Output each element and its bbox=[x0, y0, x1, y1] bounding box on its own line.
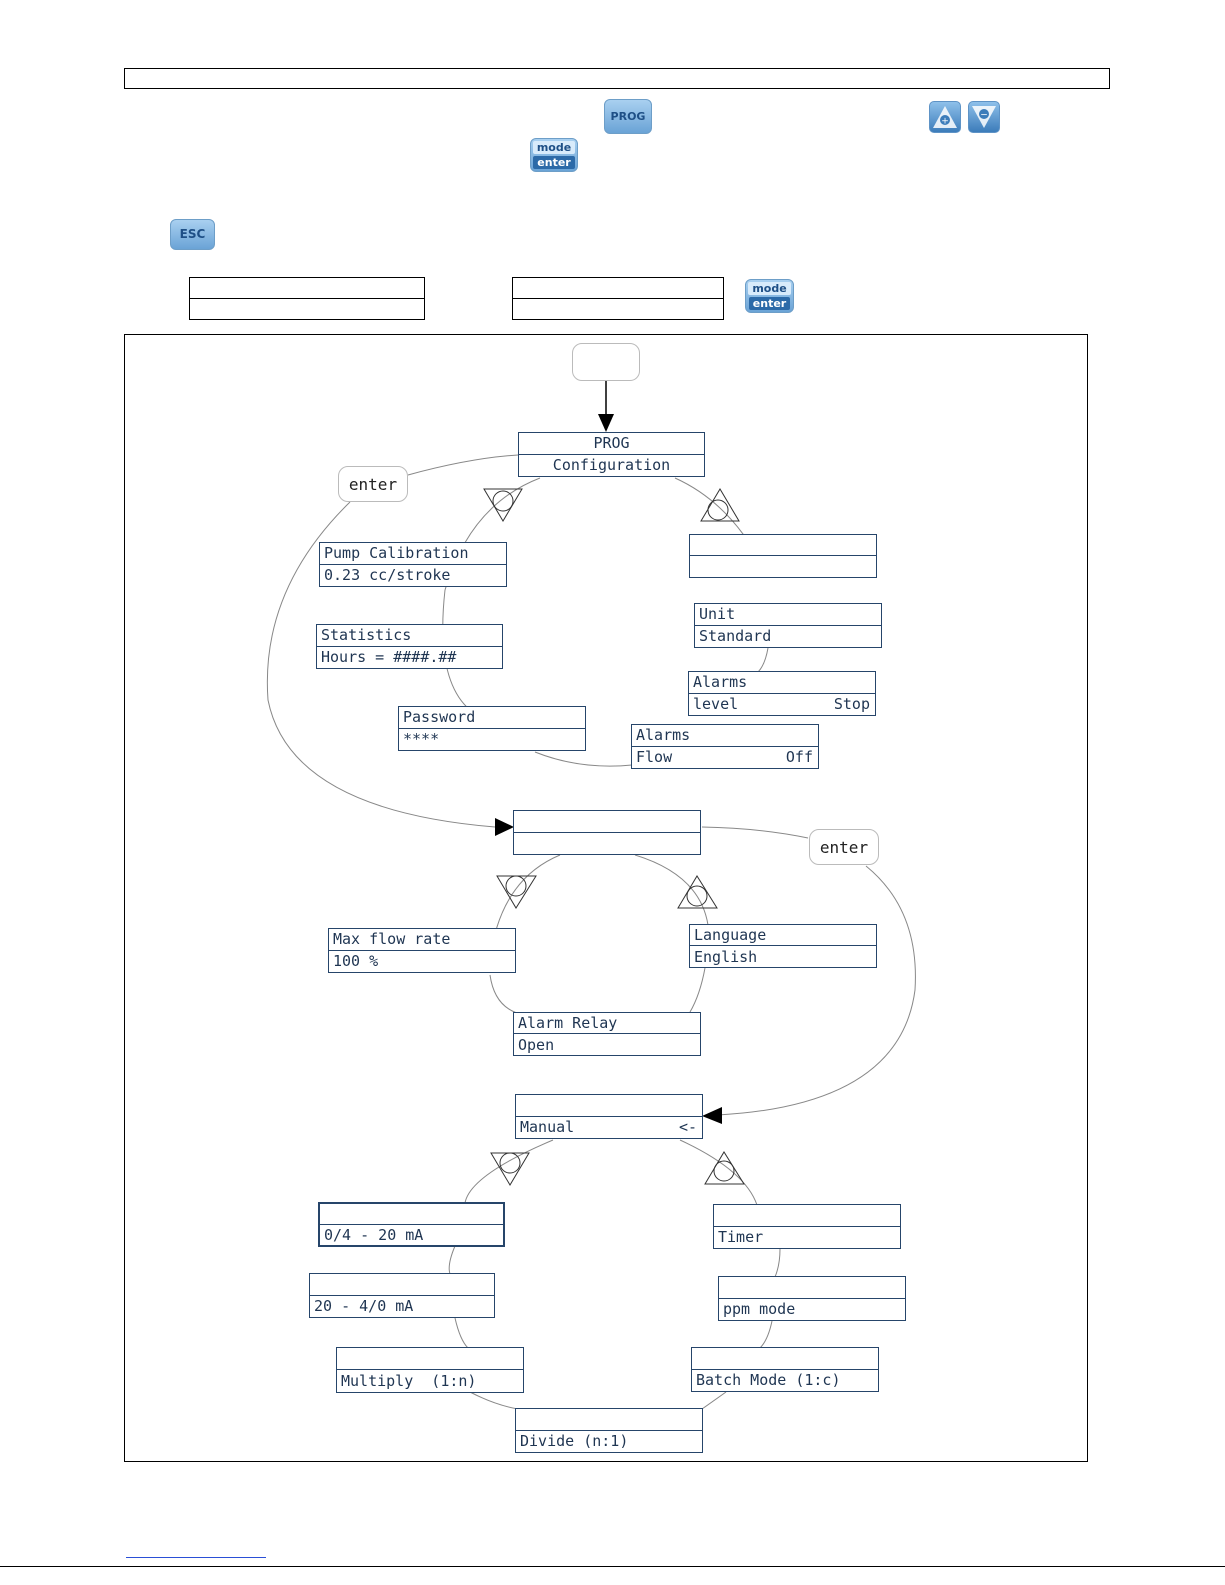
mode-label: mode bbox=[532, 141, 576, 154]
lcd-mode-manual: Manual <- bbox=[515, 1094, 703, 1139]
svg-text:+: + bbox=[941, 117, 949, 127]
lcd-line-2: 0.23 cc/stroke bbox=[324, 566, 451, 585]
lcd-line-2: Manual <- bbox=[516, 1117, 702, 1139]
up-arrow-icon bbox=[704, 1151, 745, 1185]
lcd-line-1 bbox=[516, 1095, 702, 1117]
esc-key-icon: ESC bbox=[170, 219, 215, 250]
lcd-line-1 bbox=[692, 1348, 878, 1370]
lcd-unit: Unit Standard bbox=[694, 603, 882, 648]
mode-label: mode bbox=[748, 282, 791, 295]
lcd-pump-calibration: Pump Calibration 0.23 cc/stroke bbox=[319, 542, 507, 587]
lcd-ma-4-20: 0/4 - 20 mA bbox=[318, 1202, 505, 1247]
lcd-alarms-flow: Alarms Flow Off bbox=[631, 724, 819, 769]
lcd-password: Password **** bbox=[398, 706, 586, 751]
enter-node-label: enter bbox=[819, 837, 869, 857]
enter-label: enter bbox=[533, 156, 575, 169]
lcd-line-1 bbox=[310, 1274, 494, 1296]
up-arrow-icon bbox=[700, 488, 740, 522]
lcd-multiply: Multiply (1:n) bbox=[336, 1347, 524, 1393]
lcd-max-flow-rate: Max flow rate 100 % bbox=[328, 928, 516, 973]
lcd-line-2 bbox=[690, 556, 876, 577]
enter-node-2: enter bbox=[809, 829, 879, 865]
lcd-line-1: Max flow rate bbox=[329, 929, 515, 951]
lcd-line-2: 20 - 4/0 mA bbox=[314, 1297, 414, 1316]
enter-label: enter bbox=[748, 297, 791, 310]
lcd-line-1 bbox=[714, 1205, 900, 1227]
lcd-line-1 bbox=[320, 1204, 503, 1225]
lcd-line-2: Configuration bbox=[552, 456, 671, 475]
down-arrow-icon bbox=[483, 488, 523, 522]
lcd-line-1 bbox=[690, 535, 876, 556]
up-arrow-icon bbox=[677, 875, 718, 909]
lcd-line-1: Unit bbox=[695, 604, 881, 626]
svg-text:−: − bbox=[980, 111, 988, 121]
prog-key-icon: PROG bbox=[604, 99, 652, 134]
esc-key-label: ESC bbox=[179, 227, 206, 241]
down-arrow-icon bbox=[490, 1152, 530, 1186]
down-arrow-icon bbox=[496, 875, 537, 909]
lcd-line-2: ppm mode bbox=[723, 1300, 796, 1319]
lcd-line-1: Language bbox=[690, 925, 876, 946]
lcd-line-2: Batch Mode (1:c) bbox=[696, 1371, 841, 1390]
header-bar bbox=[124, 68, 1110, 89]
lcd-line-2: Divide (n:1) bbox=[520, 1432, 629, 1451]
lcd-ppm-mode: ppm mode bbox=[718, 1276, 906, 1321]
lcd-alarms-level: Alarms level Stop bbox=[688, 671, 876, 716]
lcd-timer: Timer bbox=[713, 1204, 901, 1249]
lcd-line-1: Statistics bbox=[317, 625, 502, 647]
lcd-line-1 bbox=[719, 1277, 905, 1299]
lcd-label: Manual bbox=[520, 1118, 575, 1137]
lcd-value: <- bbox=[678, 1118, 697, 1137]
start-node bbox=[572, 343, 640, 381]
lcd-line-1 bbox=[516, 1409, 702, 1431]
enter-node-1: enter bbox=[338, 466, 408, 502]
plus-key-icon: + bbox=[929, 101, 961, 133]
lcd-label: level bbox=[693, 695, 739, 714]
lcd-line-1 bbox=[337, 1348, 523, 1370]
lcd-value: Off bbox=[785, 748, 813, 767]
lcd-statistics: Statistics Hours = ####.## bbox=[316, 624, 503, 669]
lcd-divide: Divide (n:1) bbox=[515, 1408, 703, 1453]
menu-diagram-frame bbox=[124, 334, 1088, 1462]
lcd-alarm-relay: Alarm Relay Open bbox=[513, 1012, 701, 1056]
prog-key-label: PROG bbox=[610, 110, 646, 123]
lcd-prog-configuration: PROG Configuration bbox=[518, 432, 705, 477]
lcd-line-1: Alarms bbox=[689, 672, 875, 694]
lcd-batch-mode: Batch Mode (1:c) bbox=[691, 1347, 879, 1392]
lcd-line-2: Hours = ####.## bbox=[321, 648, 457, 667]
lcd-line-2: 0/4 - 20 mA bbox=[324, 1225, 424, 1244]
enter-node-label: enter bbox=[348, 474, 398, 494]
mode-enter-key-icon: mode enter bbox=[530, 138, 578, 172]
lcd-line-2: Open bbox=[518, 1035, 555, 1054]
lcd-line-2: **** bbox=[403, 730, 440, 749]
lcd-menu2-header bbox=[513, 810, 701, 855]
lcd-line-1: Alarms bbox=[632, 725, 818, 747]
lcd-blank-top-right bbox=[689, 534, 877, 578]
lcd-line-1 bbox=[514, 811, 700, 833]
lcd-line-2 bbox=[514, 833, 700, 855]
lcd-label: Flow bbox=[636, 748, 673, 767]
mode-enter-key-icon-2: mode enter bbox=[745, 279, 794, 313]
lcd-line-2: Standard bbox=[699, 627, 772, 646]
lcd-value: Stop bbox=[833, 695, 870, 714]
blank-display-left bbox=[189, 277, 425, 320]
lcd-language: Language English bbox=[689, 924, 877, 968]
lcd-line-2: level Stop bbox=[689, 694, 875, 716]
lcd-ma-20-4: 20 - 4/0 mA bbox=[309, 1273, 495, 1318]
footer-rule bbox=[0, 1566, 1225, 1567]
footer-link-underline[interactable] bbox=[126, 1557, 266, 1558]
lcd-line-2: Timer bbox=[718, 1228, 764, 1247]
minus-key-icon: − bbox=[968, 101, 1000, 133]
lcd-line-2: Multiply (1:n) bbox=[341, 1372, 477, 1390]
lcd-line-2: English bbox=[694, 947, 758, 966]
lcd-line-1: Pump Calibration bbox=[320, 543, 506, 565]
lcd-line-1: PROG bbox=[519, 433, 704, 455]
blank-display-right bbox=[512, 277, 724, 320]
lcd-line-1: Password bbox=[399, 707, 585, 729]
lcd-line-2: Flow Off bbox=[632, 747, 818, 769]
lcd-line-2: 100 % bbox=[333, 952, 379, 971]
lcd-line-1: Alarm Relay bbox=[514, 1013, 700, 1034]
